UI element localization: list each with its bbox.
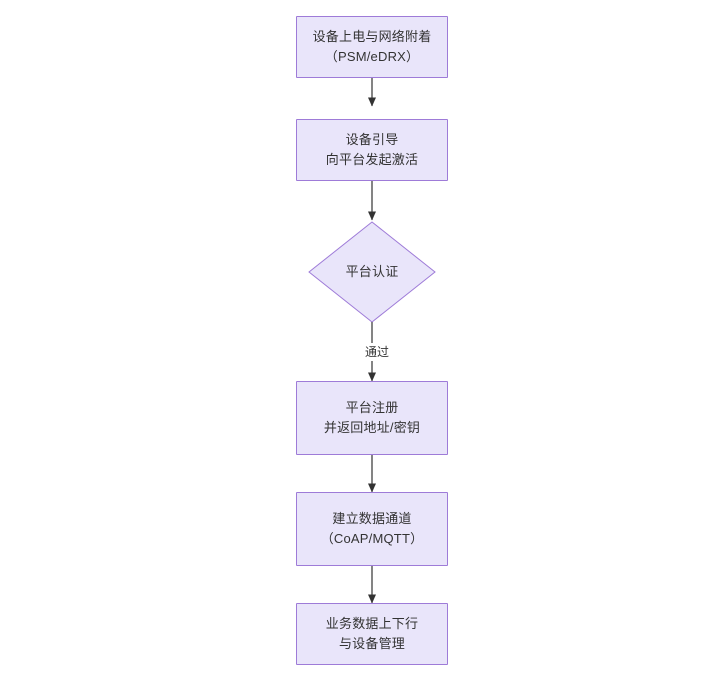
node-bootstrap-line-2: 向平台发起激活: [325, 152, 419, 167]
node-data-channel[interactable]: 建立数据通道 （CoAP/MQTT）: [296, 492, 448, 566]
node-data-channel-line-1: 建立数据通道: [332, 511, 412, 526]
node-bootstrap-line-1: 设备引导: [345, 132, 399, 147]
node-business-data[interactable]: 业务数据上下行 与设备管理: [296, 603, 448, 665]
node-platform-auth-label: 平台认证: [345, 264, 399, 279]
node-power-on[interactable]: 设备上电与网络附着 （PSM/eDRX）: [296, 16, 448, 78]
node-power-on-line-2: （PSM/eDRX）: [324, 49, 420, 64]
edge-label-pass: 通过: [352, 343, 402, 361]
node-business-data-line-2: 与设备管理: [338, 636, 405, 651]
node-power-on-line-1: 设备上电与网络附着: [312, 29, 432, 44]
node-data-channel-line-2: （CoAP/MQTT）: [320, 531, 424, 546]
node-platform-register[interactable]: 平台注册 并返回地址/密钥: [296, 381, 448, 455]
node-business-data-line-1: 业务数据上下行: [325, 616, 419, 631]
node-platform-auth[interactable]: 平台认证: [309, 222, 435, 322]
node-platform-register-line-1: 平台注册: [345, 400, 399, 415]
node-platform-register-line-2: 并返回地址/密钥: [323, 420, 421, 435]
node-bootstrap[interactable]: 设备引导 向平台发起激活: [296, 119, 448, 181]
